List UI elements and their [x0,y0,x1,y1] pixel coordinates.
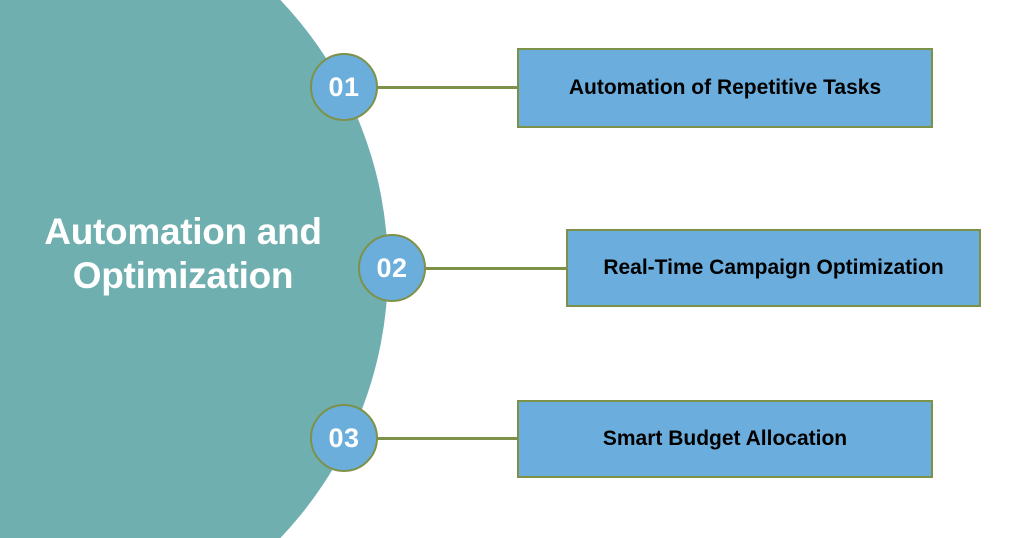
connector-line-03 [376,437,519,440]
step-label-box-02[interactable]: Real-Time Campaign Optimization [566,229,981,307]
step-label-box-03[interactable]: Smart Budget Allocation [517,400,933,478]
step-badge-03[interactable]: 03 [310,404,378,472]
connector-line-02 [425,267,568,270]
step-label-box-01[interactable]: Automation of Repetitive Tasks [517,48,933,128]
step-badge-02[interactable]: 02 [358,234,426,302]
step-badge-01[interactable]: 01 [310,53,378,121]
connector-line-01 [376,86,519,89]
page-title: Automation and Optimization [44,211,322,296]
